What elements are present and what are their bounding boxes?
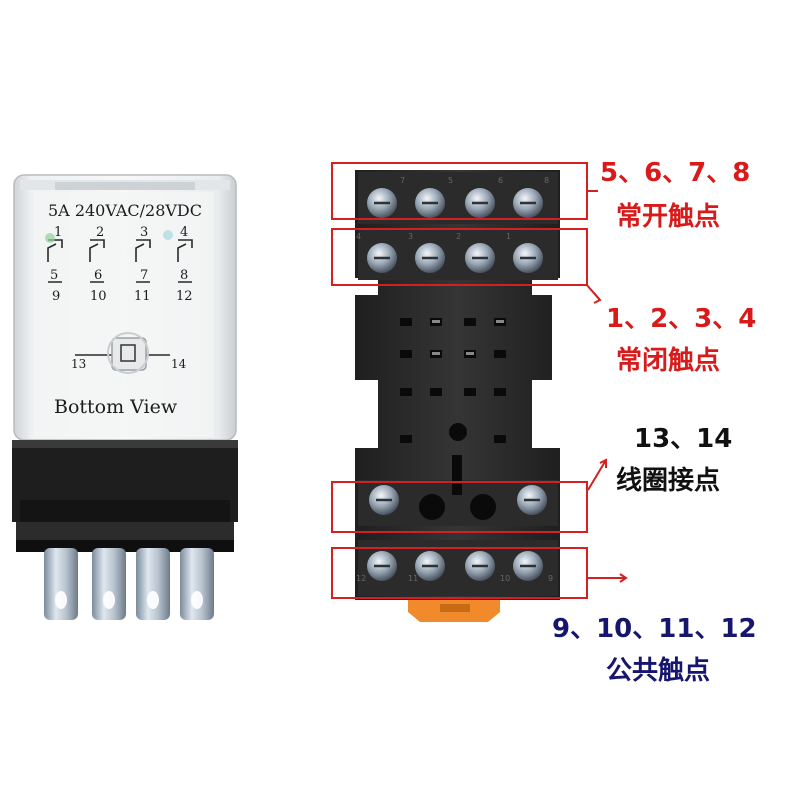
relay-socket	[355, 170, 560, 622]
relay-pin-label-6: 6	[94, 268, 103, 283]
socket-terminal-number: 12	[356, 574, 367, 583]
highlight-box-nc	[331, 162, 588, 220]
relay-pin-label-11: 11	[134, 289, 151, 304]
socket-terminal-number: 2	[456, 232, 462, 241]
relay-pin-label-12: 12	[176, 289, 193, 304]
highlight-box-coil	[331, 481, 588, 533]
socket-terminal-number: 10	[500, 574, 511, 583]
socket-terminal-number: 9	[548, 574, 554, 583]
highlight-box-no	[331, 228, 588, 286]
socket-terminal-number: 7	[400, 176, 406, 185]
relay-coil-label-14: 14	[171, 357, 187, 371]
socket-top-number-row: 7 5 6 8	[360, 176, 560, 188]
socket-terminal-number: 8	[544, 176, 550, 185]
relay-pins	[44, 548, 214, 620]
socket-terminal-number: 6	[498, 176, 504, 185]
relay-pin-label-7: 7	[140, 268, 149, 283]
annotation-coil-numbers: 13、14	[634, 424, 733, 454]
annotation-com-caption: 公共触点	[606, 656, 711, 686]
relay-rating: 5A 240VAC/28VDC	[48, 201, 202, 220]
annotation-no-numbers: 1、2、3、4	[606, 304, 757, 334]
highlight-box-com	[331, 547, 588, 599]
annotation-nc-numbers: 5、6、7、8	[600, 158, 751, 188]
socket-second-number-row: 4 3 2 1	[356, 232, 556, 244]
annotation-no-caption: 常闭触点	[616, 346, 721, 376]
socket-terminal-number: 3	[408, 232, 414, 241]
relay-pin-label-8: 8	[180, 268, 189, 283]
relay-pin-label-4: 4	[180, 225, 189, 240]
relay-pin-label-3: 3	[140, 225, 149, 240]
relay-coil-label-13: 13	[71, 357, 87, 371]
socket-terminal-number: 5	[448, 176, 454, 185]
relay-pin-label-9: 9	[52, 289, 61, 304]
socket-terminal-number: 11	[408, 574, 419, 583]
annotation-com-numbers: 9、10、11、12	[552, 614, 757, 644]
socket-terminal-number: 4	[356, 232, 362, 241]
relay-pin-label-10: 10	[90, 289, 107, 304]
relay	[12, 174, 238, 620]
socket-bottom-number-row: 12 11 10 9	[356, 574, 556, 586]
relay-pin-label-1: 1	[54, 225, 63, 240]
annotation-coil-caption: 线圈接点	[616, 466, 721, 496]
relay-pin-label-2: 2	[96, 225, 105, 240]
annotation-nc-caption: 常开触点	[616, 202, 721, 232]
relay-bottom-view: Bottom View	[54, 396, 178, 418]
socket-terminal-number: 1	[506, 232, 512, 241]
relay-pin-label-5: 5	[50, 268, 59, 283]
